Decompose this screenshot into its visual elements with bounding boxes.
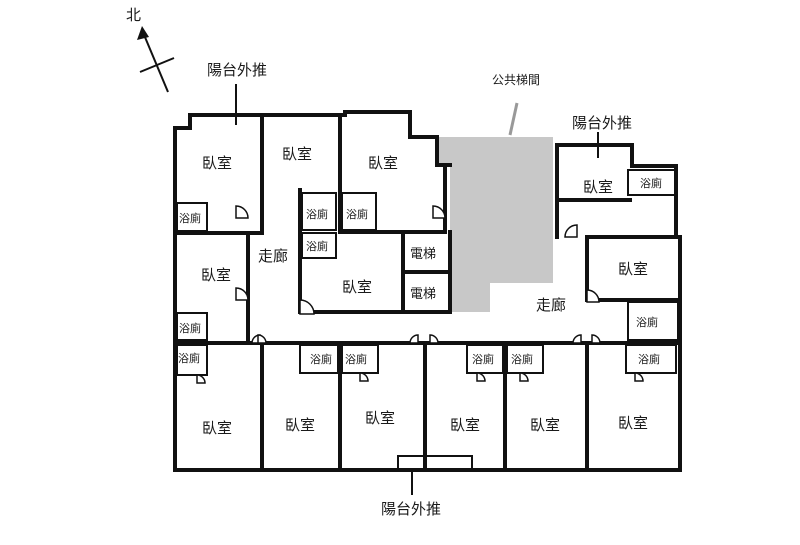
corridor-label-right: 走廊 (536, 296, 566, 314)
bedroom-label: 臥室 (201, 266, 231, 284)
bathroom-label: 浴廁 (310, 352, 332, 366)
bathroom-label: 浴廁 (178, 351, 200, 365)
bedroom-label: 臥室 (450, 416, 480, 434)
bedroom-label: 臥室 (202, 154, 232, 172)
bedroom-label: 臥室 (365, 409, 395, 427)
elevator-label-2: 電梯 (410, 287, 436, 302)
bedroom-label: 臥室 (342, 278, 372, 296)
bedroom-labels: 臥室 臥室 臥室 臥室 臥室 臥室 臥室 臥室 臥室 臥室 臥室 臥室 臥室 (201, 145, 648, 437)
bedroom-label: 臥室 (618, 260, 648, 278)
bathroom-label: 浴廁 (346, 207, 368, 221)
door-swings (196, 205, 644, 384)
balcony-bottom-label: 陽台外推 (381, 500, 441, 518)
central-room-walls (298, 188, 452, 314)
bathroom-label: 浴廁 (640, 176, 662, 190)
bedroom-label: 臥室 (530, 416, 560, 434)
balcony-top-label: 陽台外推 (207, 61, 267, 79)
bathroom-label: 浴廁 (179, 321, 201, 335)
bathroom-label: 浴廁 (306, 239, 328, 253)
balcony-bottom-outline (397, 455, 473, 471)
bedroom-label: 臥室 (368, 154, 398, 172)
bathroom-label: 浴廁 (511, 352, 533, 366)
stairwell-label: 公共梯間 (492, 73, 540, 87)
balcony-right-label: 陽台外推 (572, 114, 632, 132)
north-label: 北 (126, 6, 141, 24)
north-arrow-icon (137, 26, 175, 93)
bedroom-label: 臥室 (282, 145, 312, 163)
bathroom-label: 浴廁 (345, 352, 367, 366)
bedroom-label: 臥室 (618, 414, 648, 432)
elevator-label-1: 電梯 (410, 247, 436, 262)
bathroom-label: 浴廁 (638, 352, 660, 366)
bathroom-label: 浴廁 (179, 211, 201, 225)
stairwell-pointer (508, 102, 519, 136)
top-room-walls (173, 113, 452, 235)
bathroom-label: 浴廁 (636, 315, 658, 329)
bedroom-label: 臥室 (583, 178, 613, 196)
bathroom-labels: 浴廁 浴廁 浴廁 浴廁 浴廁 浴廁 浴廁 浴廁 浴廁 浴廁 浴廁 浴廁 浴廁 (178, 176, 662, 366)
bedroom-label: 臥室 (285, 416, 315, 434)
corridor-label-left: 走廊 (258, 247, 288, 265)
stairwell-area (437, 137, 553, 312)
bathroom-label: 浴廁 (306, 207, 328, 221)
bedroom-label: 臥室 (202, 419, 232, 437)
bathroom-label: 浴廁 (472, 352, 494, 366)
bottom-row-walls (173, 341, 682, 472)
right-room-walls (555, 169, 682, 341)
